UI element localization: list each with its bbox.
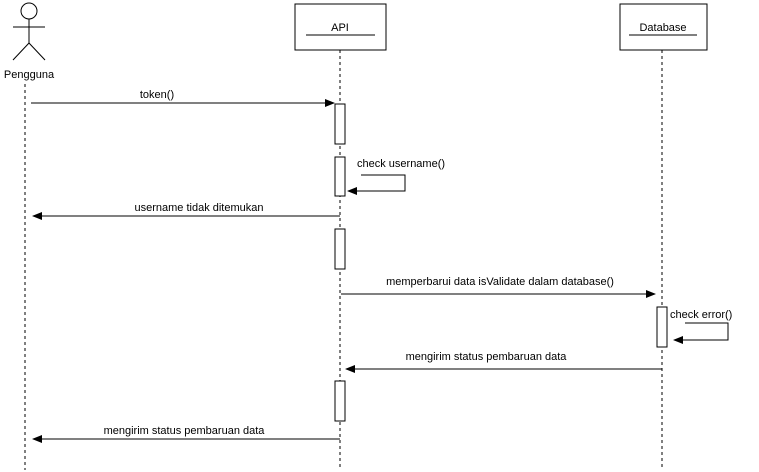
message-label-status-to-api: mengirim status pembaruan data xyxy=(406,351,568,363)
actor-pengguna xyxy=(12,2,46,61)
message-arrow-check-username xyxy=(347,174,406,195)
participant-database xyxy=(619,3,708,51)
message-arrow-check-error xyxy=(673,322,729,344)
activation-bar xyxy=(334,103,346,145)
activation-bar xyxy=(656,306,668,348)
activation-bar xyxy=(334,228,346,270)
activation-bar xyxy=(334,156,346,197)
participant-api xyxy=(294,3,387,51)
actor-label: Pengguna xyxy=(4,69,55,81)
message-label-token: token() xyxy=(140,89,174,101)
message-label-username-tidak-ditemukan: username tidak ditemukan xyxy=(134,202,263,214)
message-label-status-to-pengguna: mengirim status pembaruan data xyxy=(104,425,266,437)
participant-api-label: API xyxy=(331,22,349,34)
message-label-check-username: check username() xyxy=(357,158,445,170)
participant-database-label: Database xyxy=(639,22,686,34)
message-label-memperbarui-data: memperbarui data isValidate dalam databa… xyxy=(386,276,614,288)
activation-bar xyxy=(334,380,346,422)
message-label-check-error: check error() xyxy=(670,309,732,321)
